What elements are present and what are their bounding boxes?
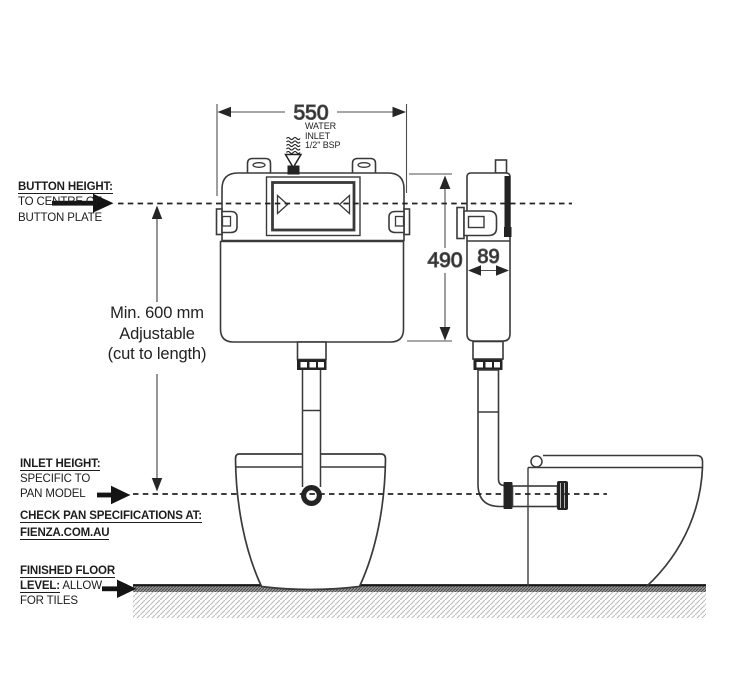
- button-plate: [265, 176, 361, 237]
- water-inlet-line2: INLET: [305, 130, 331, 141]
- dimension-490: 490: [407, 173, 463, 342]
- flush-pipe-side: [472, 340, 568, 510]
- mounting-tab-right: [351, 157, 377, 173]
- toilet-pan-side: [527, 454, 704, 588]
- side-bracket-left: [215, 208, 238, 236]
- inlet-height-title: INLET HEIGHT:: [20, 458, 101, 472]
- dimension-490-value: 490: [427, 249, 462, 272]
- button-plate-side: [456, 206, 498, 240]
- water-inlet-line3: 1/2" BSP: [305, 140, 341, 150]
- check-pan-line1: CHECK PAN SPECIFICATIONS AT:: [20, 510, 202, 524]
- mounting-tab-left: [246, 157, 272, 173]
- dimension-min-600: [151, 205, 163, 492]
- inlet-height-line3: PAN MODEL: [20, 488, 86, 501]
- finished-floor-line3: FOR TILES: [20, 594, 78, 607]
- water-inlet-arrow-icon: [284, 136, 303, 169]
- button-height-arrow-icon: [52, 193, 114, 213]
- finished-floor-title: FINISHED FLOOR: [20, 565, 116, 579]
- adjustable-line1: Min. 600 mm: [110, 304, 204, 322]
- floor-hatch: [133, 584, 706, 618]
- finished-floor-line2-bold: LEVEL:: [20, 579, 60, 593]
- pan-connector-flange-right: [557, 481, 568, 510]
- side-bracket-right: [388, 208, 411, 236]
- adjustable-note: Min. 600 mm Adjustable (cut to length): [90, 303, 224, 365]
- seat-hinge: [530, 455, 543, 468]
- water-inlet-label: WATER INLET 1/2" BSP: [305, 121, 341, 151]
- dimension-550: 550: [216, 101, 408, 196]
- dimension-89-value: 89: [477, 246, 499, 268]
- adjustable-line2: Adjustable: [119, 324, 195, 343]
- floor-level-arrow-icon: [102, 579, 137, 598]
- inlet-height-label: INLET HEIGHT: SPECIFIC TO PAN MODEL: [20, 457, 101, 503]
- check-pan-line2: FIENZA.COM.AU: [20, 526, 110, 540]
- top-pipe-stub: [494, 159, 508, 174]
- dimension-550-value: 550: [293, 102, 328, 125]
- check-pan-label: CHECK PAN SPECIFICATIONS AT: FIENZA.COM.…: [20, 508, 202, 541]
- wall-rail-strip: [504, 176, 510, 233]
- inlet-height-line2: SPECIFIC TO: [20, 473, 91, 486]
- button-height-line3: BUTTON PLATE: [18, 211, 103, 224]
- finished-floor-line2-rest: ALLOW: [60, 579, 102, 592]
- cistern-front-view: [215, 157, 411, 506]
- water-inlet-line1: WATER: [305, 121, 336, 131]
- cistern-side-view: [456, 159, 568, 510]
- button-height-label: BUTTON HEIGHT: TO CENTRE OF BUTTON PLATE: [18, 180, 113, 226]
- pan-connector-body: [511, 485, 559, 508]
- adjustable-line3: (cut to length): [107, 345, 207, 363]
- dimension-89: 89: [468, 245, 509, 276]
- cistern-tank: [219, 240, 405, 343]
- flush-pipe-front: [296, 341, 327, 487]
- finished-floor-label: FINISHED FLOOR LEVEL: ALLOW FOR TILES: [20, 564, 115, 608]
- pan-connector-flange-left: [503, 482, 513, 509]
- water-inlet-connector: [287, 165, 300, 175]
- button-height-line2: TO CENTRE OF: [18, 196, 102, 209]
- button-height-title: BUTTON HEIGHT:: [18, 181, 113, 195]
- inlet-height-arrow-icon: [97, 485, 131, 505]
- toilet-pan-front: [234, 453, 387, 591]
